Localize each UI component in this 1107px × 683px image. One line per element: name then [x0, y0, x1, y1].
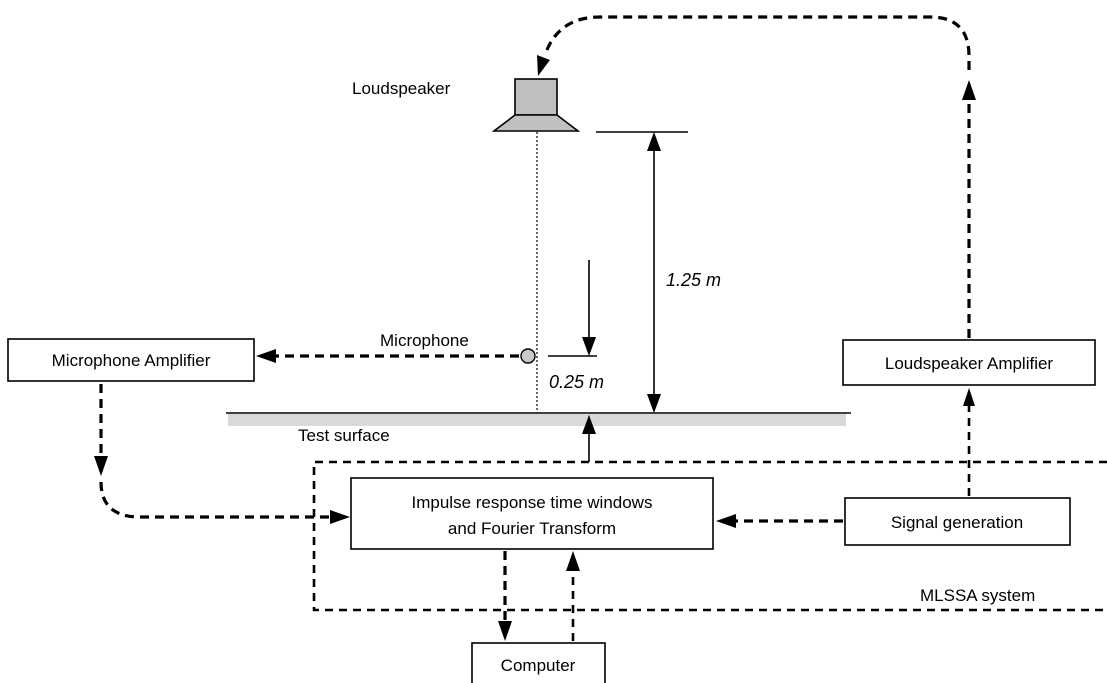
signal-generation-box: Signal generation — [844, 497, 1071, 546]
signal-to-impulse-arrow — [716, 514, 843, 528]
microphone-amplifier-label: Microphone Amplifier — [52, 351, 211, 370]
microphone-amplifier-box: Microphone Amplifier — [7, 338, 255, 382]
mlssa-system-label: MLSSA system — [920, 586, 1035, 605]
impulse-response-line-1: Impulse response time windows — [412, 493, 653, 512]
loudspeaker-amplifier-box: Loudspeaker Amplifier — [842, 339, 1096, 386]
surface-reference-arrow — [582, 415, 596, 462]
loudspeaker-label: Loudspeaker — [352, 79, 451, 98]
mlssa-system-boundary — [312, 460, 1107, 612]
impulse-to-computer-arrow — [498, 551, 512, 641]
impulse-response-box: Impulse response time windows and Fourie… — [350, 477, 714, 550]
height-mic-label: 0.25 m — [549, 372, 604, 392]
amplifier-to-impulse-arrow — [94, 384, 350, 524]
test-surface — [226, 412, 851, 426]
mic-to-amplifier-arrow — [256, 349, 519, 363]
microphone-icon — [520, 348, 536, 364]
microphone-label: Microphone — [380, 331, 469, 350]
height-0-25-dimension-arrow — [548, 260, 597, 357]
loudspeaker-amplifier-label: Loudspeaker Amplifier — [885, 354, 1054, 373]
loudspeaker-icon — [491, 78, 581, 132]
signal-generation-label: Signal generation — [891, 513, 1023, 532]
computer-label: Computer — [501, 656, 576, 675]
test-surface-label: Test surface — [298, 426, 390, 445]
height-speaker-label: 1.25 m — [666, 270, 721, 290]
amplifier-to-loudspeaker-arrow — [537, 15, 976, 338]
computer-box: Computer — [471, 642, 606, 683]
computer-to-impulse-arrow — [566, 551, 580, 641]
impulse-response-line-2: and Fourier Transform — [448, 519, 616, 538]
signal-to-amplifier-arrow — [963, 388, 975, 496]
height-1-25-dimension-arrow — [647, 132, 661, 413]
